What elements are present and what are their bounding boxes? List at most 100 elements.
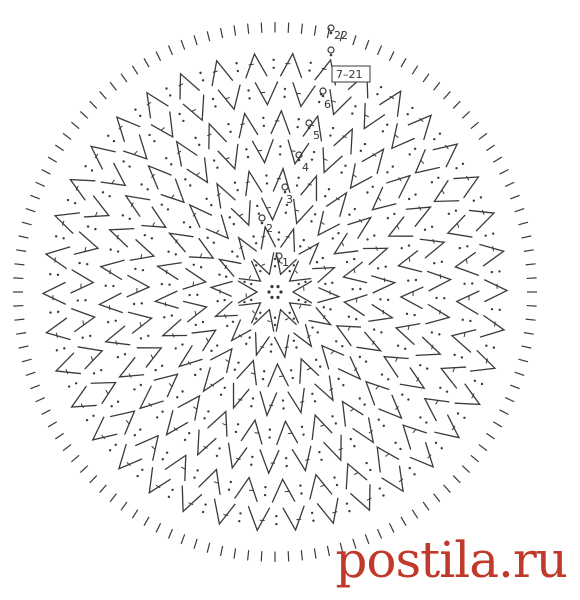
chain-stitch-dot bbox=[341, 344, 344, 348]
chain-stitch-dot bbox=[270, 343, 273, 346]
chain-stitch-dot bbox=[335, 340, 338, 343]
chain-stitch-dot bbox=[384, 265, 387, 268]
double-crochet-cluster bbox=[211, 59, 234, 87]
double-crochet-bar bbox=[267, 320, 271, 323]
double-crochet-bar bbox=[173, 427, 178, 431]
double-crochet-cluster bbox=[288, 302, 312, 324]
chain-stitch-dot bbox=[311, 326, 314, 329]
chain-stitch-dot bbox=[331, 281, 334, 285]
chain-stitch-dot bbox=[342, 384, 345, 387]
double-crochet-cluster bbox=[217, 258, 242, 277]
double-crochet-cluster bbox=[41, 281, 66, 305]
single-crochet-tick bbox=[422, 501, 430, 511]
double-crochet-bar bbox=[239, 213, 244, 217]
double-crochet-bar bbox=[284, 318, 289, 321]
chain-stitch-dot bbox=[267, 290, 271, 294]
chain-stitch-dot bbox=[466, 245, 469, 248]
chain-stitch-dot bbox=[134, 108, 137, 111]
double-crochet-bar bbox=[168, 383, 173, 388]
chain-stitch-dot bbox=[359, 287, 362, 291]
double-crochet-bar bbox=[130, 202, 134, 207]
double-crochet-cluster bbox=[253, 252, 275, 276]
double-crochet-cluster bbox=[399, 367, 426, 390]
chain-stitch-dot bbox=[386, 298, 390, 302]
double-crochet-cluster bbox=[291, 445, 312, 473]
double-crochet-cluster bbox=[333, 232, 359, 255]
single-crochet-tick bbox=[62, 444, 72, 452]
double-crochet-cluster bbox=[432, 143, 459, 168]
single-crochet-tick bbox=[521, 235, 532, 239]
chain-stitch-dot bbox=[358, 355, 362, 359]
double-crochet-cluster bbox=[364, 380, 390, 406]
chain-stitch-dot bbox=[243, 280, 246, 284]
slip-stitch-loop bbox=[305, 119, 313, 127]
double-crochet-cluster bbox=[259, 391, 278, 418]
single-crochet-tick bbox=[180, 39, 186, 50]
chain-stitch-dot bbox=[292, 264, 296, 267]
double-crochet-cluster bbox=[479, 314, 506, 338]
chain-stitch-dot bbox=[295, 346, 298, 349]
chain-stitch-dot bbox=[407, 398, 410, 401]
chain-stitch-dot bbox=[250, 298, 253, 302]
double-crochet-bar bbox=[203, 445, 208, 449]
chain-stitch-dot bbox=[313, 400, 317, 403]
double-crochet-bar bbox=[492, 246, 495, 252]
single-crochet-tick bbox=[193, 538, 198, 549]
double-crochet-cluster bbox=[273, 334, 290, 360]
slip-stitch-loop bbox=[275, 252, 283, 260]
chain-stitch-dot bbox=[236, 423, 240, 426]
single-crochet-tick bbox=[47, 156, 58, 163]
double-crochet-cluster bbox=[390, 123, 415, 150]
single-crochet-tick bbox=[364, 534, 370, 545]
chain-stitch-dot bbox=[492, 346, 496, 349]
chain-stitch-dot bbox=[92, 414, 95, 417]
chain-stitch-dot bbox=[81, 336, 84, 339]
chain-stitch-dot bbox=[212, 159, 216, 162]
single-crochet-tick bbox=[41, 409, 51, 416]
double-crochet-bar bbox=[194, 310, 197, 316]
double-crochet-cluster bbox=[419, 238, 446, 259]
double-crochet-cluster bbox=[126, 274, 151, 298]
double-crochet-cluster bbox=[298, 241, 320, 265]
chain-stitch-dot bbox=[78, 261, 81, 265]
chain-stitch-dot bbox=[433, 262, 436, 265]
chain-stitch-dot bbox=[366, 238, 369, 241]
chain-stitch-dot bbox=[349, 437, 352, 441]
single-crochet-tick bbox=[99, 484, 107, 493]
double-crochet-cluster bbox=[182, 267, 208, 290]
single-crochet-tick bbox=[287, 551, 290, 562]
chain-stitch-dot bbox=[430, 225, 434, 228]
single-crochet-tick bbox=[16, 249, 27, 252]
double-crochet-cluster bbox=[238, 111, 259, 139]
chain-stitch-dot bbox=[445, 390, 449, 393]
chain-stitch-dot bbox=[201, 320, 205, 324]
double-crochet-cluster bbox=[251, 138, 274, 165]
double-crochet-bar bbox=[207, 133, 212, 137]
double-crochet-bar bbox=[330, 350, 335, 355]
chain-stitch-dot bbox=[320, 458, 323, 461]
chain-stitch-dot bbox=[146, 188, 149, 191]
chain-stitch-dot bbox=[67, 385, 71, 388]
chain-stitch-dot bbox=[234, 430, 238, 434]
single-crochet-tick bbox=[499, 168, 509, 175]
chain-stitch-dot bbox=[231, 250, 234, 253]
double-crochet-cluster bbox=[217, 84, 241, 111]
chain-stitch-dot bbox=[201, 79, 205, 82]
double-crochet-bar bbox=[335, 197, 340, 201]
double-crochet-cluster bbox=[371, 275, 397, 294]
double-crochet-cluster bbox=[455, 290, 480, 315]
double-crochet-cluster bbox=[191, 329, 217, 352]
chain-stitch-dot bbox=[297, 158, 301, 162]
chain-stitch-dot bbox=[259, 269, 262, 273]
double-crochet-cluster bbox=[322, 147, 343, 174]
double-crochet-bar bbox=[260, 346, 265, 349]
double-crochet-cluster bbox=[468, 209, 496, 232]
single-crochet-tick bbox=[41, 168, 51, 175]
chain-stitch-dot bbox=[419, 363, 422, 367]
double-crochet-bar bbox=[375, 246, 378, 251]
double-crochet-cluster bbox=[213, 301, 238, 318]
chain-stitch-dot bbox=[73, 201, 77, 205]
single-crochet-tick bbox=[452, 100, 461, 109]
double-crochet-bar bbox=[116, 234, 119, 240]
double-crochet-bar bbox=[418, 206, 422, 211]
